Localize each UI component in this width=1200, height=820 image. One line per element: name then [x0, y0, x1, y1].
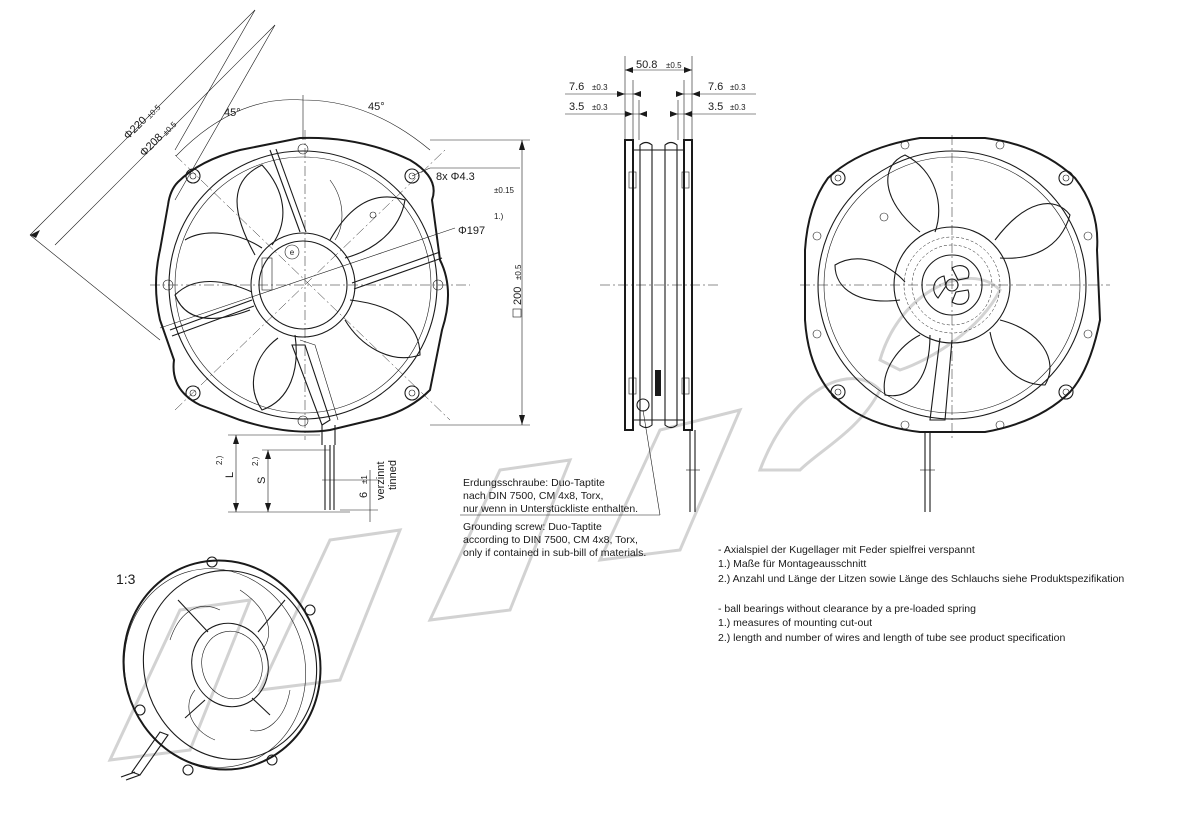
grounding-line-2: nach DIN 7500, CM 4x8, Torx, [463, 490, 603, 502]
dim-76-right: 7.6 [708, 81, 723, 93]
grounding-line-5: according to DIN 7500, CM 4x8, Torx, [463, 534, 638, 546]
dim-note-2a: 2.) [215, 455, 224, 465]
dim-square-tol: ±0.5 [514, 264, 523, 280]
note-en-3: 2.) length and number of wires and lengt… [718, 632, 1065, 644]
dim-76-right-tol: ±0.3 [730, 83, 746, 92]
dim-verzinnt: verzinnt [375, 461, 387, 500]
dim-strip-tol: ±1 [360, 475, 369, 484]
note-de-1: - Axialspiel der Kugellager mit Feder sp… [718, 544, 975, 556]
dim-35-left-tol: ±0.3 [592, 103, 608, 112]
note-en-1: - ball bearings without clearance by a p… [718, 603, 976, 615]
dim-note-2b: 2.) [251, 456, 260, 466]
dim-angle-right: 45° [368, 101, 385, 113]
dim-35-right: 3.5 [708, 101, 723, 113]
note-en-2: 1.) measures of mounting cut-out [718, 617, 872, 629]
dim-square: 200 [512, 287, 524, 305]
dim-dia208-tol: ±0.5 [161, 120, 179, 138]
dim-holes: 8x Φ4.3 [436, 171, 475, 183]
dim-depth-tol: ±0.5 [666, 61, 682, 70]
grounding-note: Erdungsschraube: Duo-Taptite nach DIN 75… [463, 477, 646, 559]
notes-english: - ball bearings without clearance by a p… [718, 603, 1065, 644]
perspective-view: 1:3 [116, 556, 322, 781]
dim-dia220-tol: ±0.5 [145, 103, 163, 121]
watermark [107, 277, 1002, 762]
dim-strip: 6 [358, 492, 370, 498]
dim-35-right-tol: ±0.3 [730, 103, 746, 112]
dim-holes-tol: ±0.15 [494, 186, 515, 195]
grounding-line-1: Erdungsschraube: Duo-Taptite [463, 477, 605, 489]
dim-76-left: 7.6 [569, 81, 584, 93]
note-de-2: 1.) Maße für Montageausschnitt [718, 558, 866, 570]
side-view: 50.8 ±0.5 7.6 ±0.3 3.5 ±0.3 7.6 ±0.3 3.5… [460, 56, 756, 516]
dim-angle-left: 45° [224, 107, 241, 119]
front-view: e Φ220 ±0.5 Φ208 ±0.5 45° 45° 8x Φ4.3 ±0… [29, 9, 530, 522]
dim-label-S: S [256, 477, 268, 484]
dim-label-L: L [224, 472, 236, 478]
grounding-line-6: only if contained in sub-bill of materia… [463, 547, 646, 559]
grounding-line-3: nur wenn in Unterstückliste enthalten. [463, 503, 638, 515]
dim-dia208: Φ208 [138, 131, 166, 159]
dim-dia197: Φ197 [458, 225, 485, 237]
dim-35-left: 3.5 [569, 101, 584, 113]
grounding-line-4: Grounding screw: Duo-Taptite [463, 521, 602, 533]
note-de-3: 2.) Anzahl und Länge der Litzen sowie Lä… [718, 573, 1124, 585]
dim-tinned: tinned [387, 460, 399, 490]
notes-german: - Axialspiel der Kugellager mit Feder sp… [718, 544, 1124, 585]
rear-view [800, 135, 1110, 512]
dim-dia197-note: 1.) [494, 212, 504, 221]
dim-76-left-tol: ±0.3 [592, 83, 608, 92]
scale-label: 1:3 [116, 571, 136, 587]
earth-symbol: e [290, 248, 295, 257]
dim-dia220: Φ220 [122, 114, 150, 142]
dim-depth: 50.8 [636, 59, 657, 71]
